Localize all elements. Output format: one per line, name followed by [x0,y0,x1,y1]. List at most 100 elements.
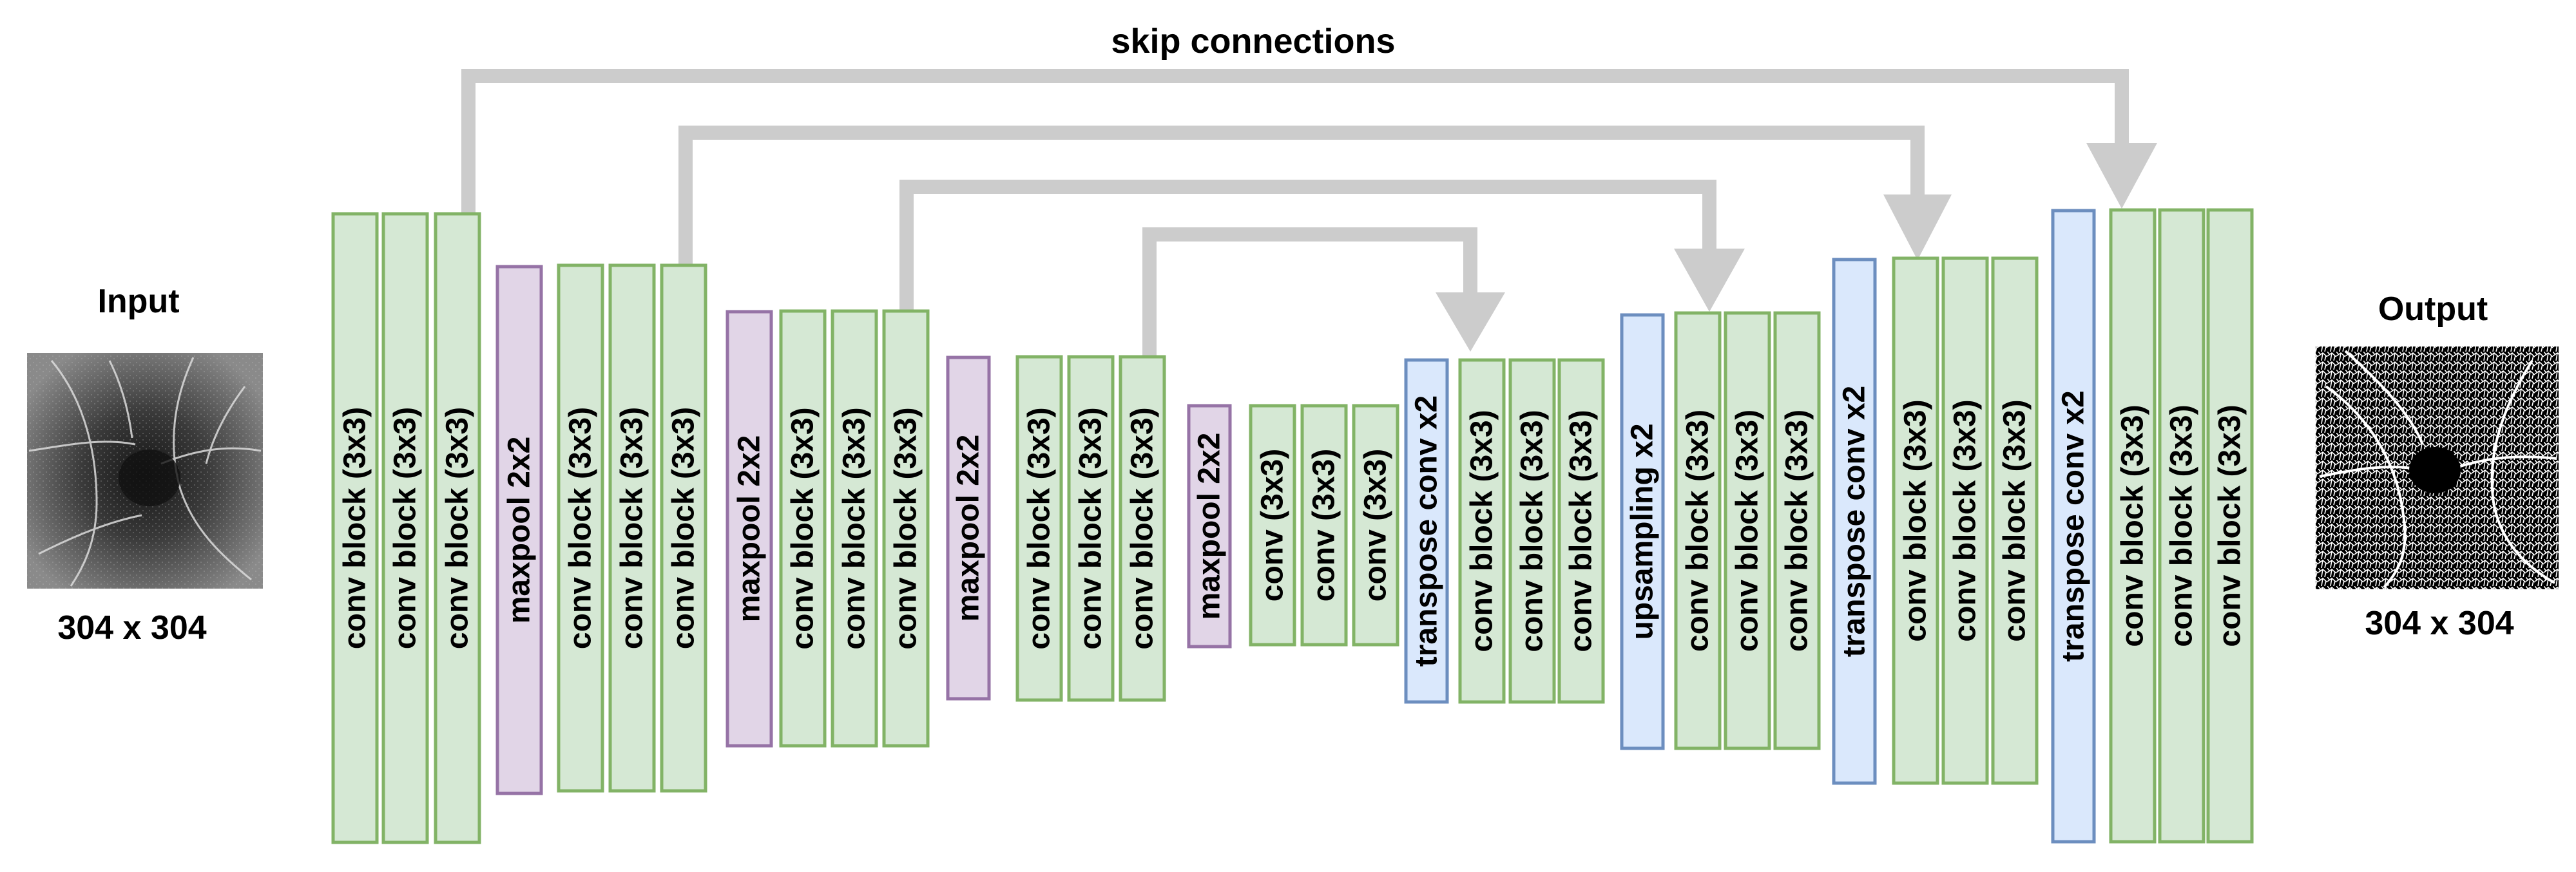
conv-block-17: conv (3x3) [1249,404,1296,647]
conv-block-23: conv block (3x3) [1557,358,1605,704]
layer-blocks: conv block (3x3) conv block (3x3) conv blo… [331,208,2254,844]
pool-block-12: maxpool 2x2 [946,355,991,701]
pool-block-8: maxpool 2x2 [726,310,773,748]
block-label: maxpool 2x2 [733,435,767,623]
block-box [434,212,481,844]
block-box [495,265,543,795]
conv-block-34: conv block (3x3) [2158,208,2206,844]
block-label: maxpool 2x2 [503,437,537,624]
conv-block-19: conv (3x3) [1352,404,1399,647]
block-box [608,263,656,793]
block-box [831,309,878,748]
block-box [726,310,773,748]
block-label: conv block (3x3) [564,407,598,649]
up-block-28: transpose conv x2 [1832,258,1877,785]
conv-block-10: conv block (3x3) [831,309,878,748]
conv-block-15: conv block (3x3) [1119,355,1166,702]
block-box [2109,208,2157,844]
block-label: transpose conv x2 [1410,395,1444,667]
skip-arrowhead-2 [1883,194,1952,260]
block-box [1773,311,1821,750]
skip-connections-title: skip connections [1111,22,1395,61]
block-label: maxpool 2x2 [952,435,986,622]
block-box [1015,355,1063,702]
block-label: conv block (3x3) [2116,404,2150,647]
conv-block-25: conv block (3x3) [1674,311,1722,750]
output-size-label: 304 x 304 [2365,605,2514,642]
input-label: Input [97,283,179,320]
pool-block-16: maxpool 2x2 [1187,404,1232,649]
block-label: conv block (3x3) [1564,410,1599,652]
block-box [557,263,604,793]
conv-block-26: conv block (3x3) [1724,311,1771,750]
conv-block-9: conv block (3x3) [779,309,827,748]
block-label: transpose conv x2 [2057,390,2091,662]
block-box [1557,358,1605,704]
skip-connection-4 [1142,227,1477,357]
block-box [1832,258,1877,785]
conv-block-33: conv block (3x3) [2109,208,2157,844]
block-label: conv (3x3) [1256,449,1290,602]
block-box [331,212,379,844]
block-label: conv block (3x3) [1074,407,1108,649]
block-label: conv block (3x3) [838,407,872,649]
block-box [1187,404,1232,649]
block-label: upsampling x2 [1626,423,1660,640]
block-box [1620,313,1665,750]
conv-block-3: conv block (3x3) [434,212,481,844]
block-label: conv block (3x3) [1681,410,1715,652]
skip-arrowhead-3 [1674,249,1745,312]
block-box [1941,256,1989,785]
conv-block-11: conv block (3x3) [882,309,930,748]
block-box [1119,355,1166,702]
block-label: conv block (3x3) [2165,404,2199,647]
block-box [1458,358,1506,704]
skip-arrowhead-4 [1436,292,1505,352]
block-label: conv block (3x3) [338,407,372,649]
block-box [381,212,429,844]
conv-block-7: conv block (3x3) [660,263,707,793]
conv-block-2: conv block (3x3) [381,212,429,844]
conv-block-1: conv block (3x3) [331,212,379,844]
skip-arrowheads [1436,143,2157,352]
up-block-32: transpose conv x2 [2051,209,2096,844]
block-label: conv block (3x3) [1780,410,1814,652]
input-size-label: 304 x 304 [57,609,206,647]
output-image [2316,346,2559,589]
block-label: conv block (3x3) [2213,404,2247,647]
block-box [1352,404,1399,647]
conv-block-14: conv block (3x3) [1067,355,1115,702]
block-box [1892,256,1939,785]
block-box [1508,358,1556,704]
block-label: conv block (3x3) [1948,399,1983,641]
block-box [1724,311,1771,750]
block-box [1067,355,1115,702]
block-label: conv block (3x3) [615,407,649,649]
block-label: conv block (3x3) [389,407,423,649]
block-label: conv block (3x3) [786,407,820,649]
conv-block-29: conv block (3x3) [1892,256,1939,785]
input-image [27,353,263,589]
block-label: conv (3x3) [1307,449,1341,602]
block-box [1991,256,2039,785]
block-box [946,355,991,701]
conv-block-6: conv block (3x3) [608,263,656,793]
block-box [1249,404,1296,647]
conv-block-13: conv block (3x3) [1015,355,1063,702]
block-label: conv (3x3) [1359,449,1393,602]
skip-connection-3 [899,180,1716,312]
block-box [2051,209,2096,844]
conv-block-30: conv block (3x3) [1941,256,1989,785]
conv-block-27: conv block (3x3) [1773,311,1821,750]
output-label: Output [2378,290,2488,328]
block-label: conv block (3x3) [889,407,923,649]
block-label: conv block (3x3) [1899,399,1933,641]
block-label: conv block (3x3) [1465,410,1499,652]
skip-arrowhead-1 [2086,143,2157,209]
block-label: conv block (3x3) [1023,407,1057,649]
block-box [1300,404,1348,647]
block-box [2206,208,2254,844]
block-box [779,309,827,748]
